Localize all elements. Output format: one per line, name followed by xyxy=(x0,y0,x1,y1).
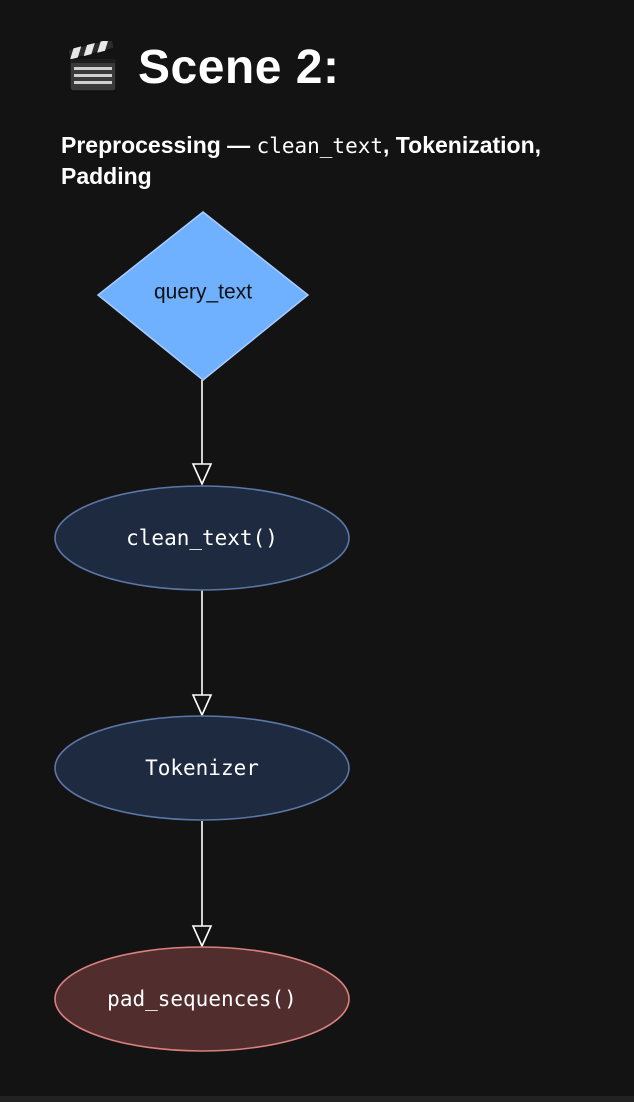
scene-subtitle: Preprocessing — clean_text, Tokenization… xyxy=(61,130,621,191)
node-label-tokenizer: Tokenizer xyxy=(145,756,259,780)
subtitle-text-preprocessing: Preprocessing — xyxy=(61,132,257,158)
arrowhead-clean-text xyxy=(191,463,213,486)
node-label-clean-text: clean_text() xyxy=(126,526,278,550)
node-label-pad-sequences: pad_sequences() xyxy=(107,987,297,1011)
node-query-text: query_text xyxy=(96,211,310,381)
scene-title: Scene 2: xyxy=(138,41,340,94)
node-pad-sequences: pad_sequences() xyxy=(54,946,350,1052)
ellipse-shape xyxy=(54,485,350,591)
node-clean-text: clean_text() xyxy=(54,485,350,591)
node-tokenizer: Tokenizer xyxy=(54,715,350,821)
ellipse-shape xyxy=(54,946,350,1052)
node-label-query-text: query_text xyxy=(154,281,252,304)
clapper-board-icon xyxy=(66,38,120,95)
subtitle-text-tokenization-padding: , Tokenization, Padding xyxy=(61,132,542,189)
scene-header: Scene 2: xyxy=(66,36,339,100)
arrowhead-tokenizer xyxy=(191,694,213,717)
arrowhead-pad-sequences xyxy=(191,925,213,948)
ellipse-shape xyxy=(54,715,350,821)
diamond-shape xyxy=(96,211,310,381)
page-bottom-edge xyxy=(0,1096,634,1102)
subtitle-code-clean-text: clean_text xyxy=(256,134,384,158)
